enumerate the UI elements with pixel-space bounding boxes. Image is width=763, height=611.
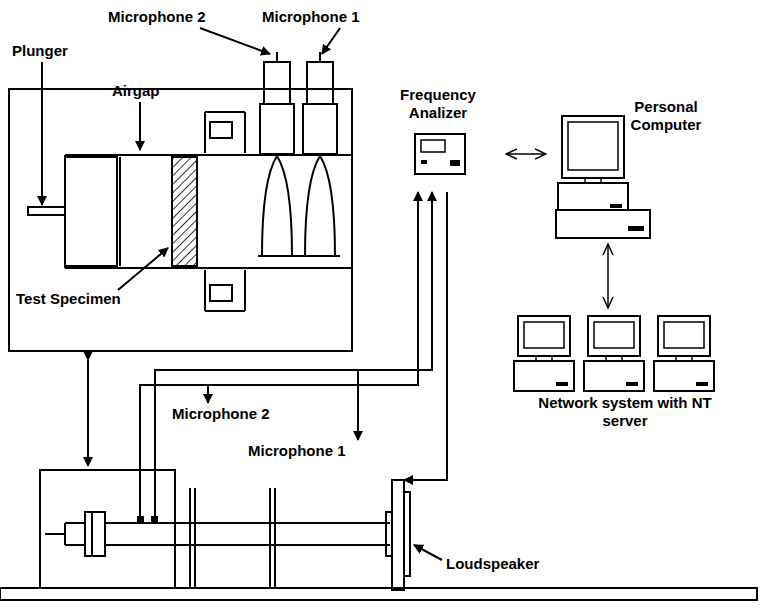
node-label: Frequency Analizer [372,86,504,122]
part-label: Plunger [12,42,68,60]
node-label: Personal Computer [620,98,712,134]
part-label: Loudspeaker [446,555,539,573]
node-label: Network system with NT server [520,394,730,430]
part-label: Test Specimen [16,290,121,308]
data-link [607,244,609,308]
data-link [506,153,546,155]
network-icon: Network system with NT server [500,310,750,455]
part-label: Airgap [112,82,160,100]
device-icon [500,310,750,455]
part-label: Microphone 2 [108,8,206,26]
analyzer-device: Frequency Analizer [372,86,504,186]
part-label: Microphone 1 [262,8,360,26]
computer-icon: Personal Computer [548,92,713,242]
part-label: Microphone 2 [172,405,270,423]
part-label: Microphone 1 [248,442,346,460]
